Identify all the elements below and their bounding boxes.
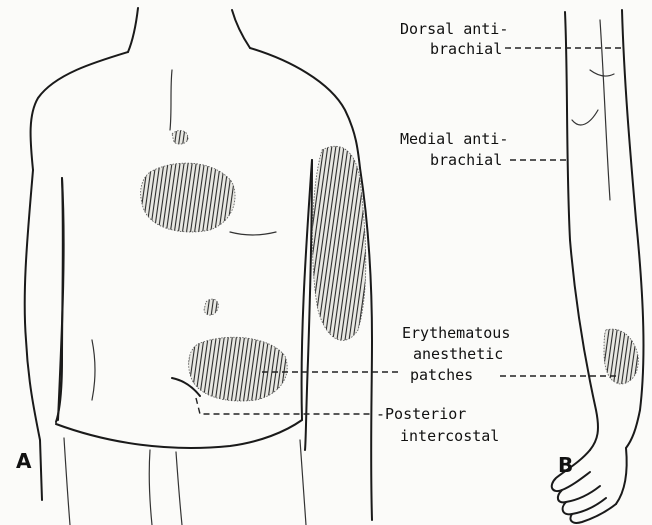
label-patches-line1: Erythematous bbox=[402, 324, 510, 342]
back-crease bbox=[230, 232, 276, 235]
forearm-crease-3 bbox=[590, 70, 614, 76]
patch-forearm bbox=[604, 329, 638, 384]
spine-shading bbox=[170, 70, 172, 130]
center-leg-line-2 bbox=[176, 452, 182, 525]
panel-label-b: B bbox=[558, 453, 573, 477]
palm-back-outline bbox=[616, 448, 627, 504]
label-posterior-line1: -Posterior bbox=[376, 405, 466, 423]
patch-right-arm bbox=[312, 146, 365, 340]
leader-posterior bbox=[196, 398, 372, 414]
arm-figure bbox=[552, 10, 644, 523]
patch-upper-back bbox=[141, 163, 235, 232]
patch-small-mid bbox=[204, 299, 218, 315]
label-medial-line1: Medial anti- bbox=[400, 130, 508, 148]
center-leg-line bbox=[149, 450, 152, 525]
forearm-crease-2 bbox=[572, 110, 598, 125]
labels: Dorsal anti- brachial Medial anti- brach… bbox=[16, 20, 573, 477]
right-leg-outline bbox=[300, 440, 306, 525]
label-medial-line2: brachial bbox=[430, 151, 502, 169]
torso-figure bbox=[25, 8, 372, 525]
neck-right-outline bbox=[232, 10, 250, 48]
neck-left-outline bbox=[128, 8, 138, 52]
label-dorsal-line1: Dorsal anti- bbox=[400, 20, 508, 38]
left-leg-outline bbox=[64, 438, 70, 525]
label-patches-line2: anesthetic bbox=[413, 345, 503, 363]
patch-lower-back bbox=[189, 337, 288, 401]
forearm-crease-1 bbox=[600, 20, 610, 200]
left-shoulder-outline bbox=[31, 52, 128, 170]
panel-label-a: A bbox=[16, 449, 32, 473]
label-patches-line3: patches bbox=[410, 366, 473, 384]
forearm-front-outline bbox=[565, 12, 598, 450]
label-dorsal-line2: brachial bbox=[430, 40, 502, 58]
flank-shading bbox=[92, 340, 95, 400]
patch-small-upper bbox=[172, 131, 188, 145]
waistline bbox=[56, 420, 302, 448]
label-posterior-line2: intercostal bbox=[400, 427, 499, 445]
